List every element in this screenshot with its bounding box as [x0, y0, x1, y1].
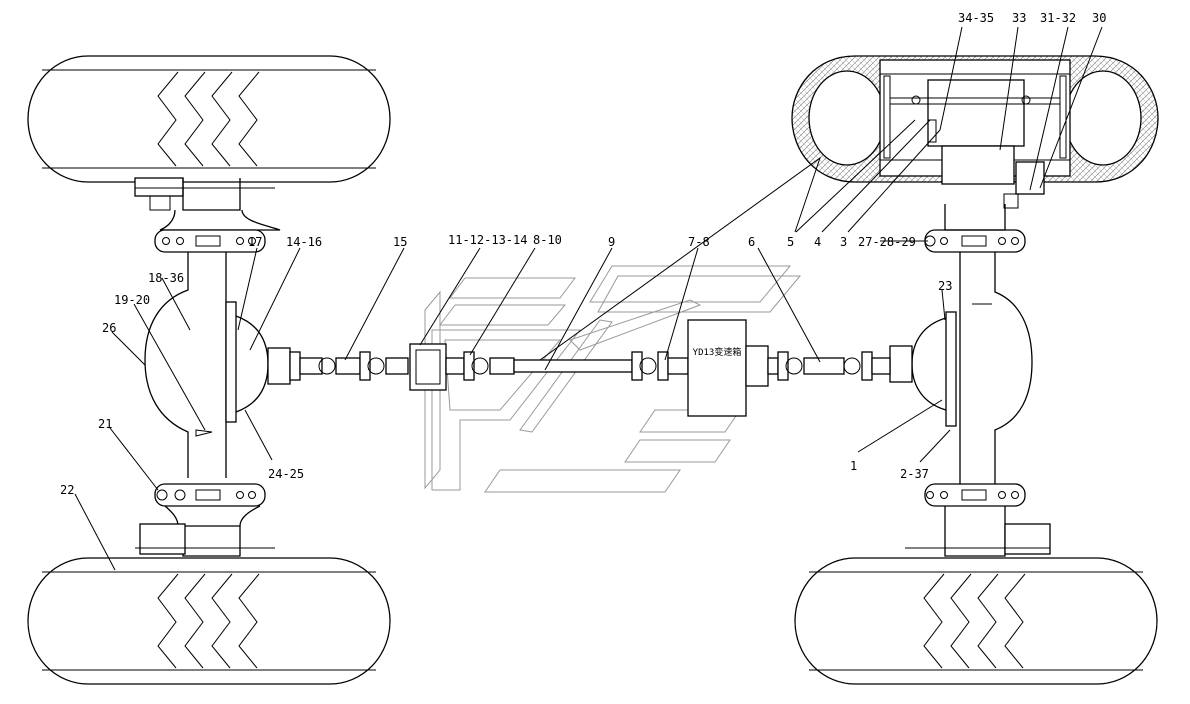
callout-27-28-29: 27-28-29 [858, 235, 916, 249]
gearbox-housing [687, 319, 747, 417]
tire-top-left [27, 55, 391, 183]
callout-19-20: 19-20 [114, 293, 150, 307]
callout-2-37: 2-37 [900, 467, 929, 481]
tire-bottom-right [794, 557, 1158, 685]
callout-24-25: 24-25 [268, 467, 304, 481]
callout-23: 23 [938, 279, 952, 293]
callout-33: 33 [1012, 11, 1026, 25]
tire-bottom-left [27, 557, 391, 685]
callout-21: 21 [98, 417, 112, 431]
callout-9: 9 [608, 235, 615, 249]
callout-6: 6 [748, 235, 755, 249]
callout-22: 22 [60, 483, 74, 497]
callout-30: 30 [1092, 11, 1106, 25]
drive-shaft [289, 319, 891, 417]
tire-top-right-section [791, 55, 1159, 209]
callout-17: 17 [248, 235, 262, 249]
front-axle-left [134, 177, 291, 557]
callout-5: 5 [787, 235, 794, 249]
callout-15: 15 [393, 235, 407, 249]
callout-34-35: 34-35 [958, 11, 994, 25]
callout-1: 1 [850, 459, 857, 473]
callout-31-32: 31-32 [1040, 11, 1076, 25]
rear-axle-right [889, 204, 1051, 557]
callout-8-10: 8-10 [533, 233, 562, 247]
callout-3: 3 [840, 235, 847, 249]
gearbox-label: YD13变速箱 [693, 346, 742, 358]
callout-11-12-13-14: 11-12-13-14 [448, 233, 527, 247]
callout-4: 4 [814, 235, 821, 249]
watermark-logo [424, 265, 802, 493]
callout-7-8: 7-8 [688, 235, 710, 249]
leader-lines [74, 26, 1103, 571]
callout-26: 26 [102, 321, 116, 335]
callout-18-36: 18-36 [148, 271, 184, 285]
callout-14-16: 14-16 [286, 235, 322, 249]
